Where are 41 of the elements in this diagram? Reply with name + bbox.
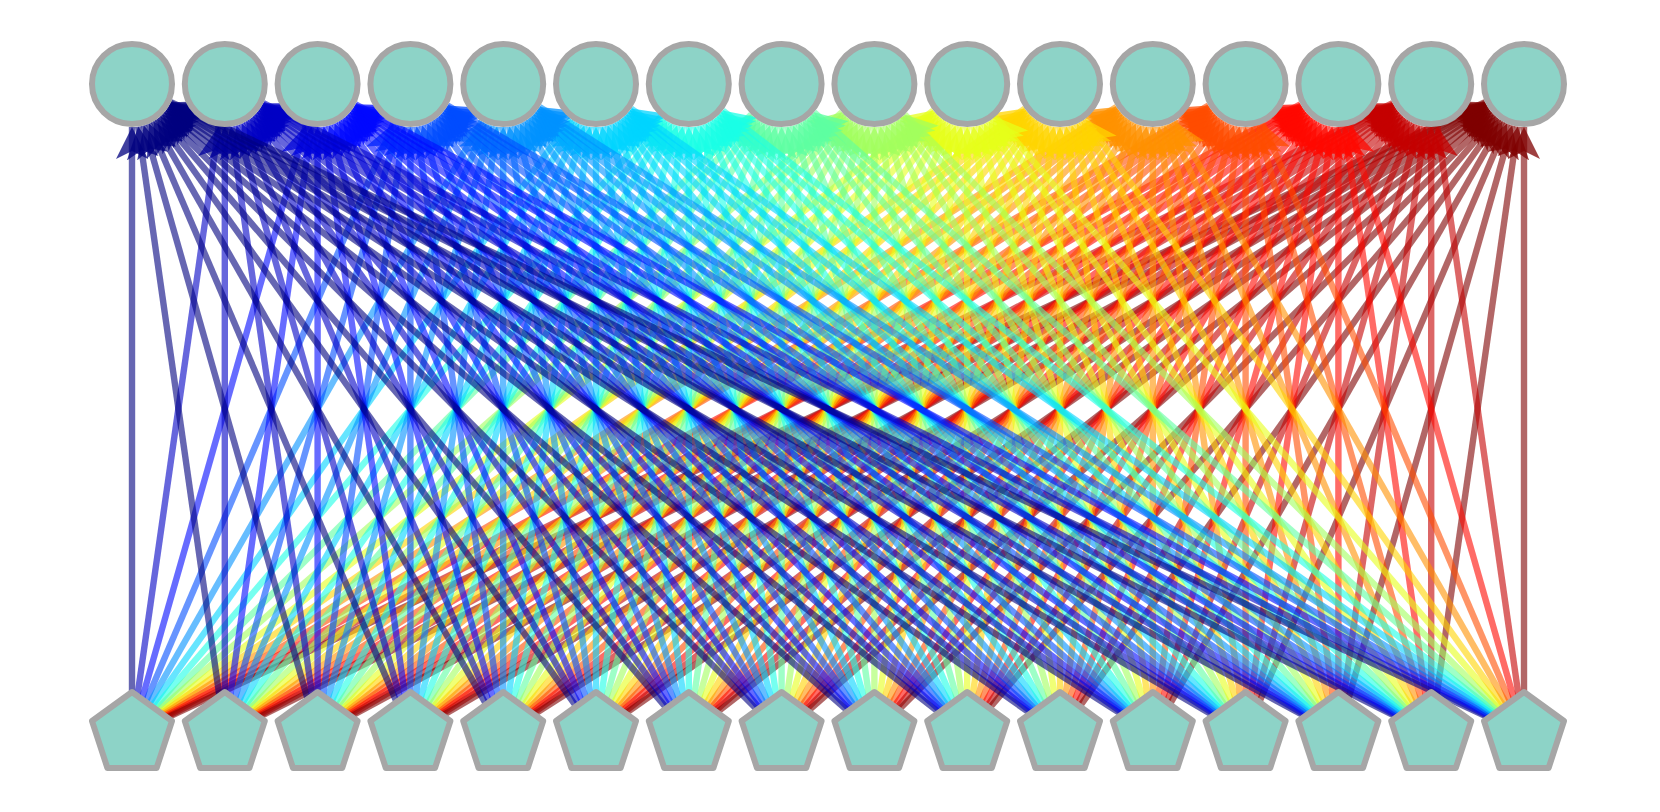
pentagon-node [1295, 689, 1382, 771]
pentagon-node [1388, 689, 1475, 771]
circle-node [924, 41, 1011, 127]
pentagon-node [367, 689, 454, 771]
circle-node [274, 41, 361, 127]
arrow [765, 127, 798, 692]
circle-node [645, 41, 732, 127]
pentagon-node [1481, 689, 1567, 771]
arrow [1136, 127, 1169, 692]
circle-node [460, 41, 547, 127]
pentagon-node [831, 689, 918, 771]
pentagon-node [274, 689, 361, 771]
pentagon-node [553, 689, 639, 771]
pentagon-node [460, 689, 547, 771]
arrow [1508, 127, 1540, 692]
arrow [951, 127, 984, 692]
circle-node [1388, 41, 1475, 127]
circle-node [1481, 41, 1567, 127]
circle-node [1202, 41, 1289, 127]
circle-node [553, 41, 639, 127]
pentagon-node [924, 689, 1011, 771]
circle-node [738, 41, 825, 127]
pentagon-node [738, 689, 825, 771]
circle-node [181, 41, 268, 127]
circle-node [831, 41, 918, 127]
pentagon-node [1109, 689, 1196, 771]
circle-node [367, 41, 454, 127]
pentagon-node [1202, 689, 1289, 771]
circle-node [1017, 41, 1103, 127]
arrow [1229, 127, 1262, 692]
circle-node [89, 41, 175, 127]
pentagon-node [89, 689, 175, 771]
arrow [1044, 127, 1076, 692]
arrow [116, 127, 148, 692]
circle-node [1295, 41, 1382, 127]
pentagon-node [1017, 689, 1103, 771]
circle-node [1109, 41, 1196, 127]
arrow [858, 127, 891, 692]
arrow [672, 127, 705, 692]
pentagon-node [181, 689, 268, 771]
pentagon-node [645, 689, 732, 771]
